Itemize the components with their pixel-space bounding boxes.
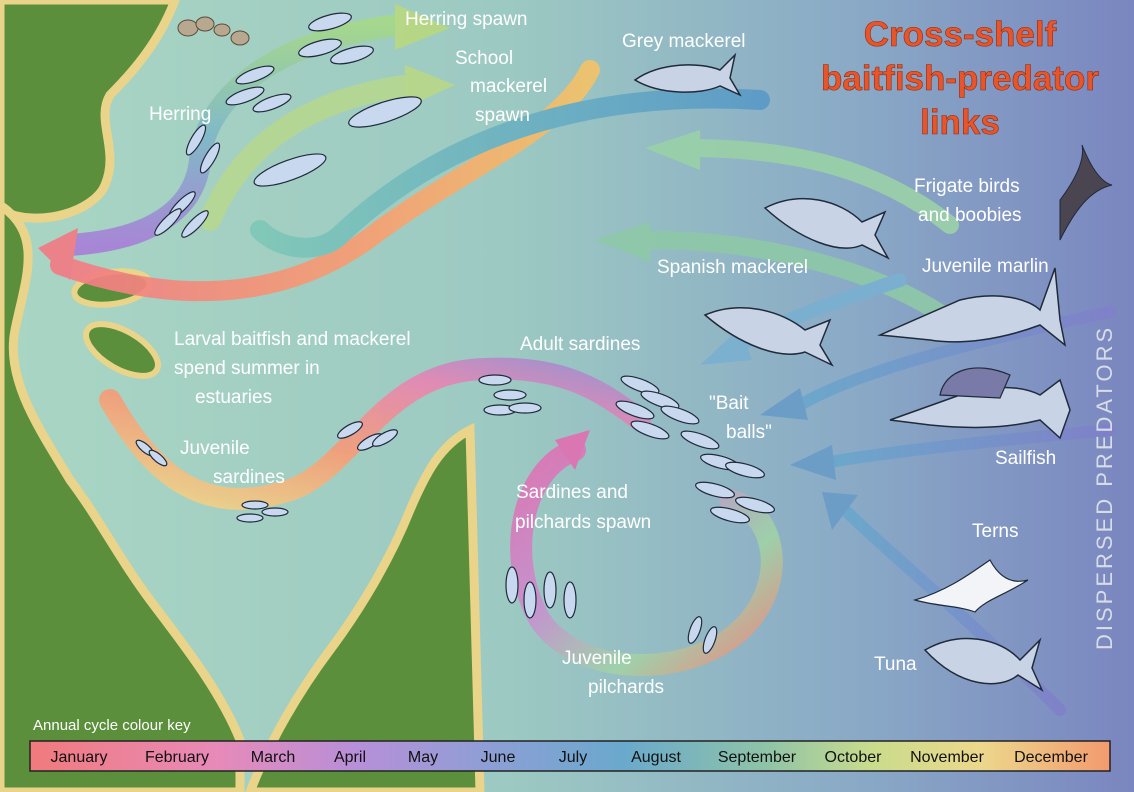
label-adult-sardines: Adult sardines — [520, 334, 640, 355]
school-mackerel-arrow — [199, 74, 421, 231]
spanish-mackerel-icon-2 — [703, 307, 834, 367]
key-month-march: March — [251, 749, 295, 766]
label-larval-1: Larval baitfish and mackerel — [174, 329, 411, 350]
spawning-pilchards — [505, 566, 718, 654]
title-line-2: baitfish-predator — [821, 59, 1099, 98]
sailfish-arrowhead — [790, 445, 836, 480]
marlin-arrowhead — [760, 388, 808, 420]
herring-spawn-arrowhead — [395, 4, 450, 50]
key-month-december: December — [1014, 749, 1088, 766]
key-month-november: November — [910, 749, 984, 766]
label-juvenile-pilchards-2: pilchards — [588, 677, 664, 698]
title-line-1: Cross-shelf — [864, 15, 1057, 54]
label-bait-balls-1: "Bait — [709, 393, 749, 414]
juvenile-marlin-icon — [877, 267, 1067, 347]
frigate-bird-icon — [1059, 144, 1113, 241]
label-herring-spawn: Herring spawn — [405, 9, 528, 30]
herring-school — [154, 12, 374, 238]
coastline-land — [0, 0, 485, 792]
spanish-mackerel-arrowhead — [595, 222, 650, 262]
key-month-july: July — [559, 749, 587, 766]
label-dispersed-predators: DISPERSED PREDATORS — [1092, 325, 1117, 650]
sailfish-sail-icon — [939, 367, 1011, 399]
tern-icon — [912, 559, 1029, 613]
key-month-january: January — [51, 749, 108, 766]
key-months: January February March April May June Ju… — [51, 749, 1089, 766]
mackerel-juveniles — [253, 96, 422, 187]
label-juvenile-sardines-2: sardines — [213, 467, 285, 488]
adult-sardines-school — [337, 374, 542, 451]
spawning-loop-arrowhead — [555, 430, 590, 470]
key-month-august: August — [631, 749, 681, 766]
juvenile-sardines-school — [135, 439, 289, 523]
label-juvenile-marlin: Juvenile marlin — [922, 256, 1049, 277]
grey-mackerel-arrow — [250, 88, 770, 258]
key-month-october: October — [825, 749, 883, 766]
title-line-3: links — [920, 103, 1000, 142]
predators — [633, 52, 1113, 692]
tuna-arrowhead — [822, 492, 858, 530]
sardine-migration-arrow — [99, 357, 651, 510]
key-month-june: June — [481, 749, 516, 766]
label-tuna: Tuna — [874, 654, 917, 675]
frigate-arrow — [691, 139, 959, 234]
key-month-february: February — [145, 749, 209, 766]
label-sailfish: Sailfish — [995, 448, 1056, 469]
spawning-loop-arrow — [510, 439, 783, 676]
label-spanish-mackerel: Spanish mackerel — [657, 257, 808, 278]
label-bait-balls-2: balls" — [726, 422, 772, 443]
key-month-september: September — [718, 749, 797, 766]
key-title: Annual cycle colour key — [33, 717, 191, 734]
label-grey-mackerel: Grey mackerel — [622, 31, 746, 52]
tuna-icon — [923, 637, 1044, 692]
sailfish-arrow — [824, 424, 1116, 468]
label-juvenile-pilchards-1: Juvenile — [562, 648, 632, 669]
key-month-may: May — [408, 749, 438, 766]
frigate-arrowhead — [645, 130, 700, 170]
bait-ball — [615, 375, 775, 524]
label-frigate-2: and boobies — [918, 205, 1022, 226]
fish-schools — [135, 12, 775, 654]
spanish-mackerel-icon-1 — [763, 197, 890, 260]
label-terns: Terns — [972, 521, 1018, 542]
spanish-mackerel-arrow — [641, 231, 959, 329]
label-larval-2: spend summer in — [174, 358, 320, 379]
label-herring: Herring — [149, 104, 211, 125]
label-larval-3: estuaries — [195, 387, 272, 408]
larval-return-arrowhead — [38, 228, 78, 280]
label-spawn-2: pilchards spawn — [515, 512, 651, 533]
colour-key-bar — [29, 740, 1111, 772]
key-month-april: April — [334, 749, 366, 766]
label-school-mackerel-3: spawn — [475, 105, 530, 126]
label-school-mackerel-1: School — [455, 48, 513, 69]
label-juvenile-sardines-1: Juvenile — [180, 438, 250, 459]
label-frigate-1: Frigate birds — [914, 176, 1020, 197]
label-spawn-1: Sardines and — [516, 482, 628, 503]
label-school-mackerel-2: mackerel — [470, 76, 547, 97]
grey-mackerel-icon — [633, 52, 742, 97]
